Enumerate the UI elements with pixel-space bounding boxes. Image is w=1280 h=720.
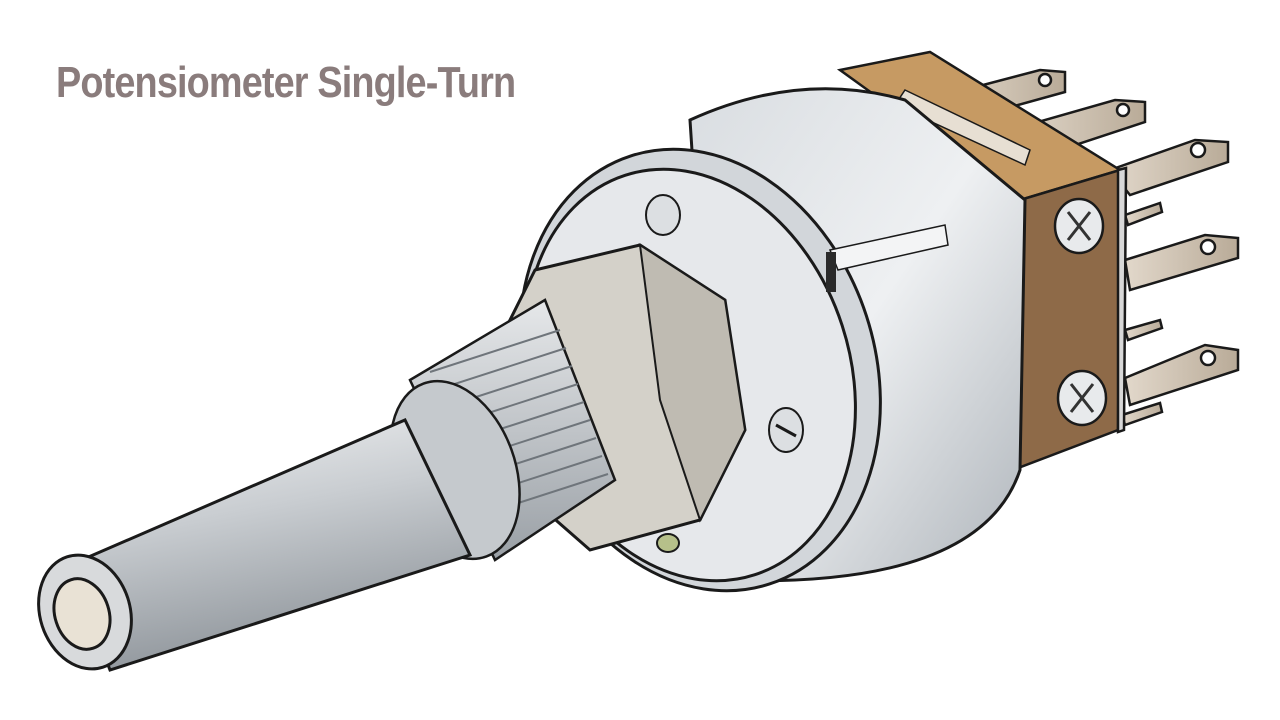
screws [645, 194, 804, 553]
terminal-block [836, 50, 1128, 470]
shaft [37, 418, 473, 672]
page-title: Potensiometer Single-Turn [56, 58, 516, 107]
